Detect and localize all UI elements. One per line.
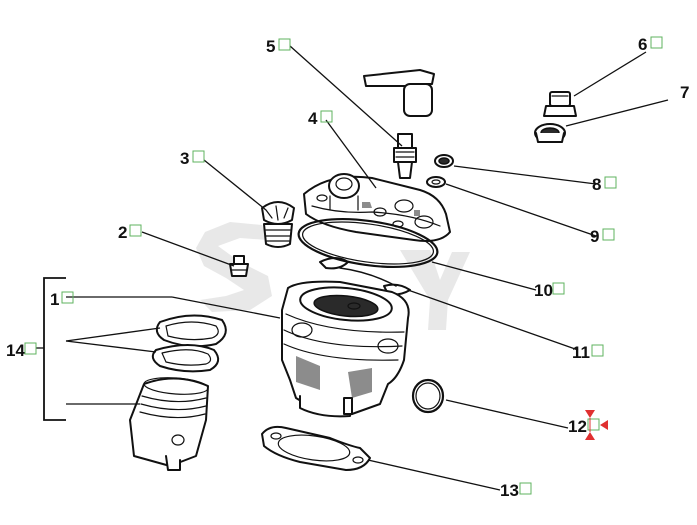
svg-text:9: 9: [590, 227, 599, 246]
callout-9[interactable]: 9: [590, 227, 615, 246]
resize-cursor-icon: [585, 410, 608, 440]
part-3-thermostat: [261, 201, 295, 248]
part-13-base-gasket: [261, 425, 371, 471]
part-5-spark-plug: [363, 69, 435, 179]
leader-14-ring1: [65, 327, 161, 342]
leader-lines: [65, 45, 669, 491]
leader-8: [453, 165, 597, 185]
svg-text:6: 6: [638, 35, 647, 54]
svg-text:1: 1: [50, 290, 59, 309]
svg-text:10: 10: [534, 281, 553, 300]
piston: [129, 377, 209, 471]
part-6-bolt: [543, 91, 577, 117]
leader-14-ring2: [65, 340, 157, 353]
callout-2[interactable]: 2: [118, 223, 142, 242]
leader-1b: [171, 296, 281, 319]
part-12-o-ring: [411, 378, 445, 414]
callout-11[interactable]: 11: [572, 343, 604, 362]
svg-text:4: 4: [308, 109, 318, 128]
leader-12: [445, 399, 569, 429]
leader-4: [325, 119, 377, 189]
callout-4[interactable]: 4: [308, 109, 333, 128]
part-7-nut: [534, 123, 566, 143]
callouts: 1 2 3 4 5 6 7 8 9: [6, 35, 689, 500]
callout-5[interactable]: 5: [266, 37, 291, 56]
part-1-cylinder: [281, 280, 410, 418]
callout-3[interactable]: 3: [180, 149, 205, 168]
callout-10[interactable]: 10: [534, 281, 565, 300]
svg-text:2: 2: [118, 223, 127, 242]
leader-9: [445, 183, 597, 237]
svg-text:7: 7: [680, 83, 689, 102]
leader-13: [367, 459, 501, 491]
part-8-nut: [434, 154, 454, 168]
part-10-head-gasket: [297, 218, 439, 268]
leader-3: [203, 159, 267, 211]
svg-text:12: 12: [568, 417, 587, 436]
svg-text:8: 8: [592, 175, 601, 194]
callout-7[interactable]: 7: [680, 83, 689, 102]
callout-14[interactable]: 14: [6, 341, 37, 360]
svg-text:11: 11: [572, 343, 590, 362]
leader-6: [573, 51, 647, 97]
callout-13[interactable]: 13: [500, 481, 532, 500]
leader-11: [407, 289, 579, 351]
callout-1[interactable]: 1: [50, 290, 74, 309]
part-2-screw: [229, 255, 249, 277]
piston-rings: [151, 314, 227, 373]
callout-12[interactable]: 12: [568, 417, 600, 436]
leader-10: [431, 261, 537, 291]
leader-5: [289, 45, 403, 147]
svg-text:3: 3: [180, 149, 189, 168]
part-9-washer: [426, 176, 446, 188]
callout-6[interactable]: 6: [638, 35, 663, 54]
part-4-cylinder-head: [303, 173, 451, 242]
svg-text:5: 5: [266, 37, 275, 56]
group-14-bracket: [36, 277, 66, 421]
leader-7: [565, 99, 669, 127]
callout-8[interactable]: 8: [592, 175, 617, 194]
svg-text:14: 14: [6, 341, 25, 360]
svg-text:13: 13: [500, 481, 519, 500]
leader-2: [141, 231, 235, 267]
